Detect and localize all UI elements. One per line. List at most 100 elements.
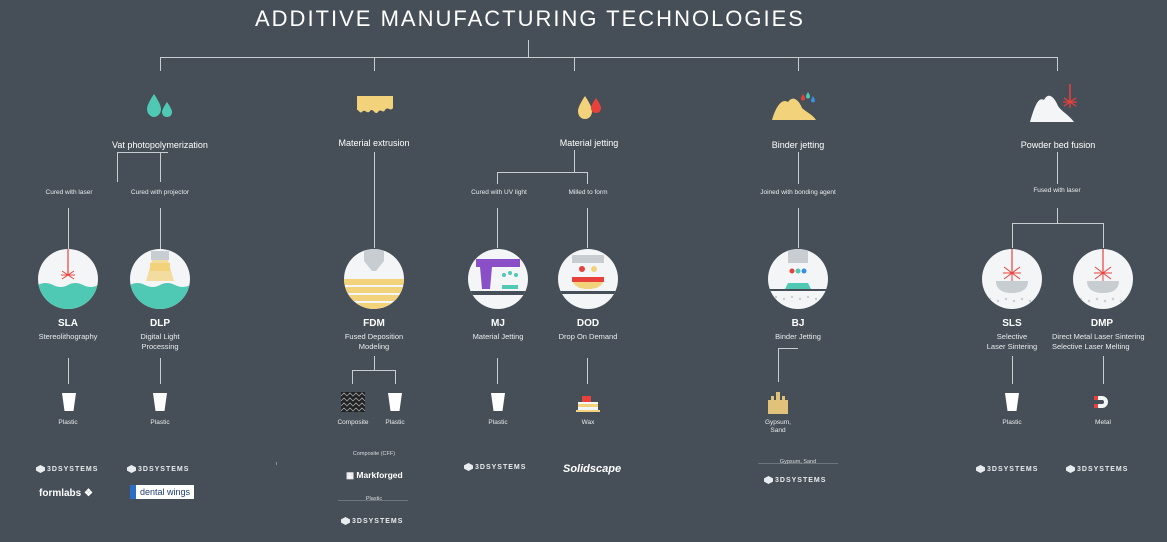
cup-icon: [491, 393, 505, 411]
connector: [1103, 223, 1104, 248]
connector: [587, 358, 588, 384]
connector: [778, 348, 798, 349]
fdm-nozzle-icon: [344, 249, 404, 309]
category-vat: Vat photopolymerization: [112, 140, 208, 150]
category-powder: Powder bed fusion: [1020, 140, 1096, 150]
cup-icon: [1005, 393, 1019, 411]
connector: [574, 150, 575, 172]
connector: [497, 358, 498, 384]
3dsystems-icon: [127, 465, 136, 473]
extrusion-block-icon: [357, 96, 393, 114]
tech-code-dlp: DLP: [150, 318, 170, 329]
connector: [1057, 57, 1058, 71]
wax-cake-icon: [576, 396, 600, 412]
tech-code-sls: SLS: [1002, 318, 1022, 329]
connector: [117, 152, 168, 153]
connector: [497, 208, 498, 248]
tech-code-sla: SLA: [58, 318, 78, 329]
category-extrusion: Material extrusion: [338, 138, 410, 148]
logo-3dsystems: 3DSYSTEMS: [464, 463, 526, 471]
composite-icon: [341, 392, 365, 412]
process-sla: Cured with laser: [45, 189, 93, 196]
bj-printhead-icon: [768, 249, 828, 309]
formlabs-icon: ❖: [84, 488, 93, 499]
tech-code-dod: DOD: [576, 318, 600, 329]
page-title: ADDITIVE MANUFACTURING TECHNOLOGIES: [255, 6, 805, 31]
connector: [160, 358, 161, 384]
droplets-color-icon: [578, 96, 601, 119]
connector: [68, 208, 69, 250]
material-mj: Plastic: [488, 419, 508, 426]
process-dlp: Cured with projector: [130, 189, 190, 196]
divider: [276, 462, 277, 465]
sla-laser-icon: [38, 249, 98, 309]
tech-name-sla: Stereolithography: [38, 332, 98, 341]
logo-3dsystems: 3DSYSTEMS: [341, 517, 403, 525]
connector: [117, 152, 118, 182]
tech-name-dod: Drop On Demand: [558, 332, 618, 341]
category-jetting: Material jetting: [559, 138, 619, 148]
connector: [1103, 356, 1104, 384]
connector: [374, 152, 375, 248]
category-binder: Binder jetting: [771, 140, 825, 150]
connector: [160, 208, 161, 250]
connector: [1057, 152, 1058, 184]
group-label-bj: Gypsum, Sand: [779, 459, 817, 465]
material-sls: Plastic: [1002, 419, 1022, 426]
tech-code-mj: MJ: [491, 318, 505, 329]
connector: [1012, 356, 1013, 384]
logo-3dsystems: 3DSYSTEMS: [976, 465, 1038, 473]
magnet-icon: [1094, 396, 1108, 408]
connector: [587, 208, 588, 248]
connector: [497, 172, 587, 173]
connector: [374, 356, 375, 370]
cup-icon: [153, 393, 167, 411]
dod-printhead-icon: [558, 249, 618, 309]
connector: [160, 152, 161, 182]
3dsystems-icon: [341, 517, 350, 525]
process-pbf: Fused with laser: [1033, 187, 1081, 194]
process-dod: Milled to form: [568, 189, 608, 196]
logo-3dsystems: 3DSYSTEMS: [764, 476, 826, 484]
connector: [160, 57, 1058, 58]
cup-icon: [62, 393, 76, 411]
connector: [798, 208, 799, 248]
3dsystems-icon: [764, 476, 773, 484]
logo-formlabs: formlabs ❖: [39, 488, 93, 499]
markforged-icon: ▦: [346, 470, 355, 480]
dlp-projector-icon: [130, 249, 190, 309]
sandcastle-icon: [768, 392, 788, 414]
logo-3dsystems: 3DSYSTEMS: [127, 465, 189, 473]
process-mj: Cured with UV light: [471, 189, 527, 196]
connector: [587, 172, 588, 184]
3dsystems-icon: [1066, 465, 1075, 473]
logo-3dsystems: 3DSYSTEMS: [36, 465, 98, 473]
connector: [798, 152, 799, 184]
sand-pile-icon: [772, 92, 816, 120]
connector: [395, 370, 396, 384]
group-label-cff: Composite (CFF): [314, 451, 434, 457]
material-sla: Plastic: [58, 419, 78, 426]
material-fdm-composite: Composite: [337, 419, 369, 426]
material-fdm-plastic: Plastic: [385, 419, 405, 426]
logo-3dsystems: 3DSYSTEMS: [1066, 465, 1128, 473]
connector: [68, 358, 69, 384]
logo-markforged: ▦ Markforged: [346, 470, 403, 480]
tech-name-bj: Binder Jetting: [775, 332, 821, 341]
connector: [798, 57, 799, 71]
material-bj: Gypsum,Sand: [764, 419, 791, 435]
3dsystems-icon: [36, 465, 45, 473]
connector: [1057, 208, 1058, 223]
tech-code-fdm: FDM: [363, 318, 385, 329]
tech-name-mj: Material Jetting: [472, 332, 524, 341]
connector: [497, 172, 498, 184]
material-dmp: Metal: [1095, 419, 1111, 426]
connector: [528, 40, 529, 57]
material-dlp: Plastic: [150, 419, 170, 426]
connector: [1012, 223, 1104, 224]
connector: [1012, 223, 1013, 248]
connector: [778, 348, 779, 382]
